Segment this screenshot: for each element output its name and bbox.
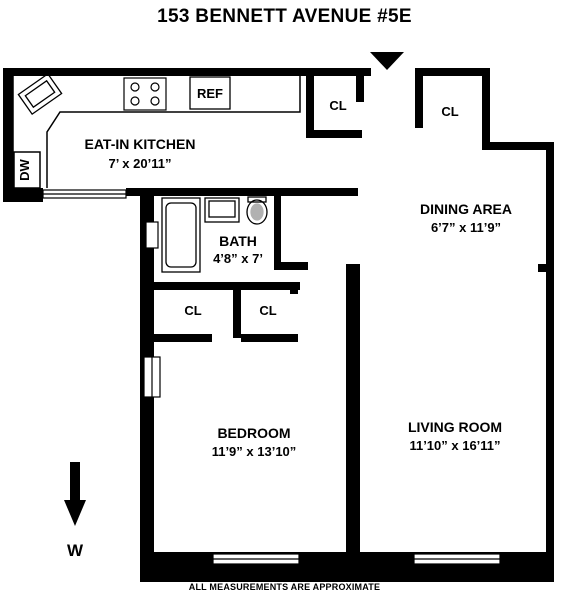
compass-arrow-icon: [64, 462, 86, 526]
bath-sink: [204, 197, 240, 223]
bathtub-icon: [161, 197, 201, 273]
stove-icon: [123, 77, 167, 111]
plan-title: 153 BENNETT AVENUE #5E: [157, 6, 412, 27]
walls: [3, 68, 554, 582]
dishwasher-label: DW: [17, 158, 32, 180]
compass-direction: W: [67, 541, 84, 560]
kitchen-counter: [12, 76, 301, 189]
sink-icon: [17, 72, 63, 116]
toilet-icon: [246, 196, 268, 225]
bath-dims: 4’8” x 7’: [213, 251, 263, 266]
measurement-note: ALL MEASUREMENTS ARE APPROXIMATE: [188, 582, 381, 592]
fridge-label: REF: [197, 86, 223, 101]
living-name: LIVING ROOM: [408, 419, 502, 435]
kitchen-name: EAT-IN KITCHEN: [85, 136, 196, 152]
closet-label-bedroom-2: CL: [259, 303, 276, 318]
bedroom-name: BEDROOM: [217, 425, 290, 441]
bath-window: [145, 221, 159, 249]
kitchen-dims: 7’ x 20’11”: [109, 156, 172, 171]
fridge: [189, 76, 231, 110]
windows: [42, 189, 501, 565]
dining-name: DINING AREA: [420, 201, 512, 217]
dining-dims: 6’7” x 11’9”: [431, 220, 501, 235]
closet-label-kitchen: CL: [329, 98, 346, 113]
closet-label-entry: CL: [441, 104, 458, 119]
living-dims: 11’10” x 16’11”: [409, 438, 500, 453]
entry-arrow-icon: [370, 52, 404, 70]
bath-name: BATH: [219, 233, 257, 249]
bedroom-dims: 11’9” x 13’10”: [212, 444, 297, 459]
closet-label-bedroom-1: CL: [184, 303, 201, 318]
